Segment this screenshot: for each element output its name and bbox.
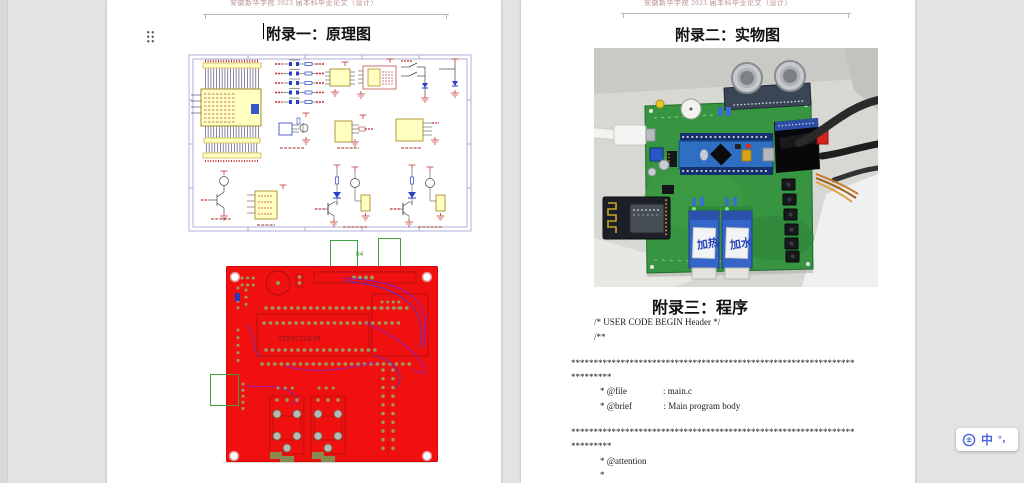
net-label: U4	[356, 251, 364, 258]
ime-toolbar[interactable]: 中 °，	[956, 428, 1018, 451]
photo-figure[interactable]: 加热 加水	[594, 48, 878, 287]
code-line[interactable]: * @file : main.c	[600, 386, 693, 396]
code-line[interactable]: *********	[571, 372, 612, 382]
page-title[interactable]: 附录二：实物图	[675, 28, 781, 44]
ime-punctuation-button[interactable]: °，	[998, 434, 1011, 444]
ime-mode-button[interactable]: 中	[981, 432, 994, 447]
document-page-1[interactable]: 安徽新华学院 2023 届本科毕业论文（设计） 附录一：原理图	[107, 0, 501, 483]
code-line[interactable]: *********	[571, 441, 612, 451]
running-header: 安徽新华学院 2023 届本科毕业论文（设计）	[230, 0, 378, 7]
boundary-mark	[203, 14, 449, 20]
code-line[interactable]: ****************************************…	[571, 358, 855, 368]
schematic-figure[interactable]	[187, 53, 473, 233]
window-left-edge	[0, 0, 8, 483]
page-title[interactable]: 附录一：原理图	[266, 27, 372, 43]
code-line[interactable]: /**	[594, 332, 606, 342]
ime-logo-icon[interactable]	[962, 433, 976, 447]
boundary-mark	[621, 13, 851, 19]
relay-handwritten-label: 加水	[728, 235, 754, 252]
document-page-2[interactable]: 安徽新华学院 2023 届本科毕业论文（设计） 附录二：实物图	[521, 0, 915, 483]
section-title[interactable]: 附录三：程序	[652, 300, 749, 317]
pcb-figure[interactable]: T29922203M	[226, 266, 438, 462]
code-line[interactable]: ****************************************…	[571, 427, 855, 437]
green-annotation-staple	[330, 240, 358, 267]
text-cursor	[263, 23, 264, 39]
code-line[interactable]: * @attention	[600, 456, 647, 466]
running-header: 安徽新华学院 2023 届本科毕业论文（设计）	[644, 0, 792, 7]
paragraph-drag-handle[interactable]	[145, 29, 154, 43]
code-line[interactable]: /* USER CODE BEGIN Header */	[594, 317, 721, 327]
relay-handwritten-label: 加热	[695, 235, 720, 252]
code-line[interactable]: * @brief : Main program body	[600, 401, 741, 411]
image-bottom-border	[223, 462, 431, 463]
code-line[interactable]: *	[600, 470, 605, 480]
green-annotation-rect	[210, 374, 239, 406]
green-annotation-staple	[378, 238, 401, 267]
pcb-silkscreen-text: T29922203M	[278, 335, 320, 343]
